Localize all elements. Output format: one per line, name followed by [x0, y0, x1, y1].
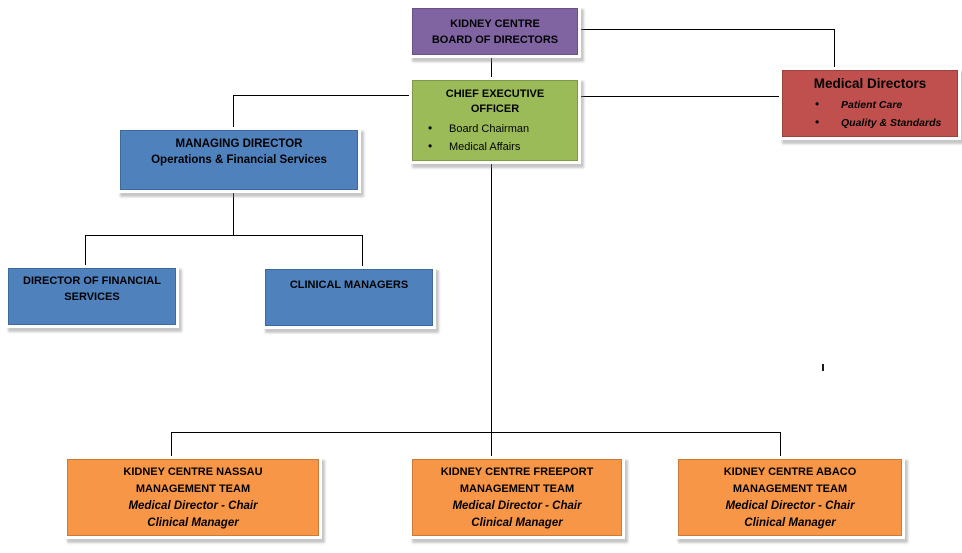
box-freeport-management-team: KIDNEY CENTRE FREEPORT MANAGEMENT TEAM M… — [412, 459, 622, 536]
medical-bullet-1: Patient Care — [841, 99, 903, 111]
box-medical-directors: Medical Directors • Patient Care • Quali… — [782, 70, 958, 137]
freeport-line2: MANAGEMENT TEAM — [459, 483, 575, 495]
connector-down-to-clinical — [362, 235, 363, 269]
medical-bullet-list: • Patient Care • Quality & Standards — [783, 96, 957, 132]
list-item: • Board Chairman — [428, 120, 577, 138]
freeport-role2: Clinical Manager — [471, 517, 563, 529]
bullet-icon: • — [428, 139, 433, 153]
nassau-line2: MANAGEMENT TEAM — [135, 483, 251, 495]
freeport-line1: KIDNEY CENTRE FREEPORT — [440, 466, 594, 478]
connector-managing-bus — [85, 235, 363, 236]
freeport-role1: Medical Director - Chair — [452, 500, 582, 512]
connector-teams-bus — [171, 432, 781, 433]
nassau-role1: Medical Director - Chair — [128, 500, 258, 512]
connector-managing-stem — [233, 190, 234, 235]
list-item: • Patient Care — [815, 96, 957, 114]
abaco-line2: MANAGEMENT TEAM — [732, 483, 848, 495]
connector-ceo-left — [233, 95, 412, 96]
board-title-line2: BOARD OF DIRECTORS — [431, 34, 559, 46]
connector-down-to-nassau — [171, 432, 172, 459]
box-board-of-directors: KIDNEY CENTRE BOARD OF DIRECTORS — [412, 8, 578, 55]
ceo-bullet-1: Board Chairman — [449, 123, 530, 135]
medical-directors-title: Medical Directors — [813, 76, 927, 91]
connector-down-to-abaco — [780, 432, 781, 459]
nassau-line1: KIDNEY CENTRE NASSAU — [123, 466, 263, 478]
box-nassau-management-team: KIDNEY CENTRE NASSAU MANAGEMENT TEAM Med… — [67, 459, 319, 536]
connector-board-to-ceo — [491, 55, 492, 80]
ceo-title-line2: OFFICER — [470, 103, 520, 115]
connector-ceo-to-medical — [578, 96, 782, 97]
list-item: • Quality & Standards — [815, 114, 957, 132]
nassau-role2: Clinical Manager — [147, 517, 239, 529]
box-abaco-management-team: KIDNEY CENTRE ABACO MANAGEMENT TEAM Medi… — [678, 459, 902, 536]
dirfin-line1: DIRECTOR OF FINANCIAL — [23, 275, 161, 287]
bullet-icon: • — [428, 121, 433, 135]
box-director-financial-services: DIRECTOR OF FINANCIAL SERVICES — [8, 268, 176, 325]
managing-director-line2: Operations & Financial Services — [151, 154, 327, 166]
connector-down-to-managing — [233, 95, 234, 130]
box-chief-executive-officer: CHIEF EXECUTIVE OFFICER • Board Chairman… — [412, 80, 578, 161]
ceo-bullet-list: • Board Chairman • Medical Affairs — [413, 120, 577, 156]
stray-dash-artifact — [822, 364, 824, 371]
connector-ceo-stem — [491, 161, 492, 459]
managing-director-line1: MANAGING DIRECTOR — [175, 138, 303, 150]
dirfin-line2: SERVICES — [64, 291, 120, 303]
list-item: • Medical Affairs — [428, 138, 577, 156]
connector-board-right — [578, 29, 835, 30]
board-title-line1: KIDNEY CENTRE — [450, 18, 540, 30]
connector-down-to-dirfin — [85, 235, 86, 268]
ceo-bullet-2: Medical Affairs — [449, 141, 521, 153]
box-managing-director: MANAGING DIRECTOR Operations & Financial… — [120, 130, 358, 190]
medical-bullet-2: Quality & Standards — [841, 117, 942, 129]
connector-down-to-medical — [834, 29, 835, 70]
abaco-role1: Medical Director - Chair — [725, 500, 855, 512]
bullet-icon: • — [815, 115, 820, 129]
abaco-role2: Clinical Manager — [744, 517, 836, 529]
abaco-line1: KIDNEY CENTRE ABACO — [723, 466, 857, 478]
box-clinical-managers: CLINICAL MANAGERS — [265, 269, 433, 326]
bullet-icon: • — [815, 97, 820, 111]
clinical-managers-title: CLINICAL MANAGERS — [289, 279, 409, 291]
ceo-title-line1: CHIEF EXECUTIVE — [445, 88, 545, 100]
